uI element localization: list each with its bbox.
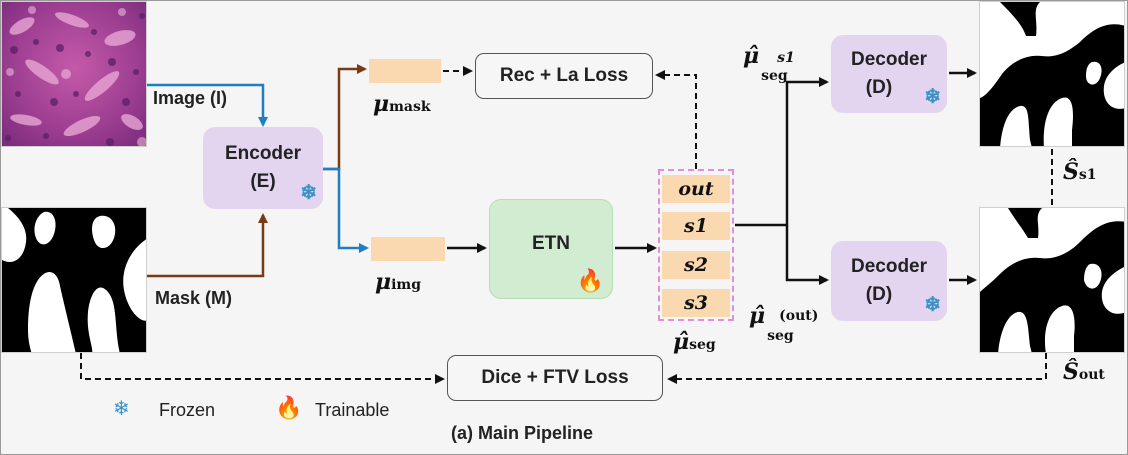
output-to-dice-loss-arrow [667, 353, 1047, 384]
slot-s3-label: s3 [684, 292, 708, 314]
mu-seg-out-sup: (out) [779, 308, 819, 324]
mu-seg-out-sub: seg [767, 328, 794, 344]
snowflake-icon: ❄ [300, 182, 317, 204]
mu-img-symbol: μ [375, 269, 392, 295]
s1-output-sub: s1 [1078, 167, 1097, 183]
slot-s3: s3 [662, 289, 730, 317]
etn-title: ETN [532, 233, 570, 254]
output-s1-thumbnail [979, 1, 1125, 147]
output-final-mask [980, 208, 1124, 352]
slot-s1-label: s1 [684, 215, 708, 237]
encoder-to-mu-img-arrow [323, 167, 369, 253]
s1-slot-to-decoder-top-arrow [735, 77, 829, 227]
encoder-block: Encoder (E) ❄ [203, 127, 323, 209]
out-output-symbol: Ŝ [1063, 359, 1079, 385]
mask-input-label: Mask (M) [155, 288, 233, 308]
mu-mask-label: μmask [373, 93, 431, 115]
mu-mask-latent-bar [369, 59, 441, 83]
dice-loss-box: Dice + FTV Loss [447, 355, 663, 401]
mask-image [2, 208, 146, 352]
mask-to-encoder-arrow [147, 213, 268, 278]
mu-img-label: μimg [375, 271, 421, 293]
snowflake-icon: ❄ [924, 86, 941, 108]
mu-seg-sub: seg [689, 337, 716, 353]
out-output-sub: out [1078, 367, 1105, 383]
out-slot-to-rec-loss-arrow [655, 70, 697, 169]
mu-mask-sub: mask [389, 99, 431, 115]
output-final-thumbnail [979, 207, 1125, 353]
decoder-top-symbol: (D) [865, 77, 893, 98]
mu-seg-out-symbol: μ̂ [749, 303, 766, 329]
mu-seg-stack: out s1 s2 s3 [658, 169, 734, 321]
mu-seg-out-label: μ̂ (out) seg [749, 303, 819, 343]
figure-caption: (a) Main Pipeline [451, 423, 594, 443]
s1-output-label: Ŝs1 [1063, 161, 1097, 183]
rec-loss-label: Rec + La Loss [499, 65, 629, 86]
input-mask-thumbnail [1, 207, 147, 353]
encoder-title: Encoder [224, 143, 302, 164]
s1-slot-to-decoder-bottom-arrow [785, 225, 829, 285]
mu-seg-s1-label: μ̂ s1 seg [743, 43, 803, 83]
slot-s2-label: s2 [684, 254, 708, 276]
decoder-top-block: Decoder (D) ❄ [831, 35, 947, 113]
histology-image [2, 2, 146, 146]
mu-img-latent-bar [371, 237, 445, 261]
out-output-label: Ŝout [1063, 361, 1105, 383]
rec-loss-box: Rec + La Loss [475, 53, 653, 99]
slot-s1: s1 [662, 212, 730, 240]
mu-seg-symbol: μ̂ [673, 329, 690, 355]
slot-out-label: out [678, 178, 714, 200]
flame-icon: 🔥 [576, 268, 604, 293]
encoder-symbol: (E) [250, 171, 276, 192]
decoder-bottom-symbol: (D) [865, 284, 893, 305]
dice-loss-label: Dice + FTV Loss [481, 367, 629, 388]
mu-seg-s1-sub: seg [761, 68, 788, 84]
slot-s2: s2 [662, 251, 730, 279]
snowflake-icon: ❄ [924, 294, 941, 316]
decoder-bottom-title: Decoder [850, 256, 928, 277]
mask-to-dice-loss-arrow [80, 353, 445, 384]
image-to-encoder-arrow [147, 83, 268, 127]
mu-seg-label: μ̂seg [673, 331, 716, 353]
mu-mask-symbol: μ [373, 91, 390, 117]
encoder-to-mu-mask-arrow [323, 64, 367, 171]
input-image-thumbnail [1, 1, 147, 147]
s1-output-symbol: Ŝ [1063, 159, 1079, 185]
mu-seg-s1-sup: s1 [777, 50, 795, 66]
slot-out: out [662, 175, 730, 203]
legend-frozen-label: Frozen [159, 400, 216, 420]
mu-img-sub: img [391, 277, 422, 293]
output-s1-mask [980, 2, 1124, 146]
decoder-top-title: Decoder [850, 49, 928, 70]
mu-seg-s1-symbol: μ̂ [743, 43, 760, 69]
flame-icon: 🔥 [275, 395, 303, 420]
legend: ❄ Frozen 🔥 Trainable [113, 397, 413, 425]
image-input-label: Image (I) [153, 88, 228, 108]
legend-trainable-label: Trainable [315, 400, 390, 420]
snowflake-icon: ❄ [113, 398, 130, 420]
decoder-bottom-block: Decoder (D) ❄ [831, 241, 947, 321]
etn-block: ETN 🔥 [489, 199, 613, 299]
